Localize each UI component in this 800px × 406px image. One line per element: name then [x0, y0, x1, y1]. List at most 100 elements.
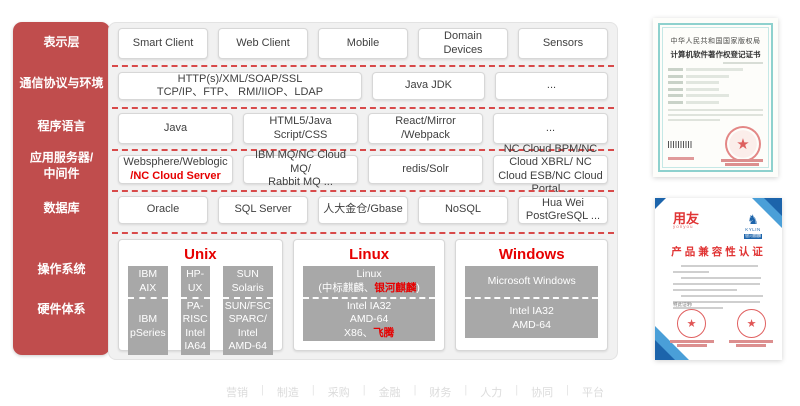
compatibility-title: 产品兼容性认证 — [671, 246, 766, 258]
languages-row: Java HTML5/Java Script/CSS React/Mirror … — [118, 113, 608, 144]
corner-triangle — [655, 198, 666, 209]
box-protocols-more: ... — [494, 72, 608, 100]
box-http-protocols: HTTP(s)/XML/SOAP/SSL TCP/IP、FTP、 RMI/IIO… — [118, 72, 362, 100]
box-java-jdk: Java JDK — [371, 72, 485, 100]
box-ibm-mq: IBM MQ/NC Cloud MQ/ Rabbit MQ ... — [243, 149, 358, 188]
business-domain-strip: 营销| 制造| 采购| 金融| 财务| 人力| 协同| 平台 — [175, 384, 655, 400]
stack-panel: Smart Client Web Client Mobile Domain De… — [108, 22, 618, 360]
box-redis-solr: redis/Solr — [368, 155, 483, 184]
unix-title: Unix — [184, 246, 217, 263]
certificate-subline — [723, 62, 763, 64]
domain-label: 协同 — [531, 387, 554, 399]
linux-col: Linux (中标麒麟、银河麒麟) Intel IA32 AMD-64 X86、… — [302, 266, 436, 342]
hw-intel-ia32: Intel IA32 AMD-64 — [509, 305, 554, 331]
domain-label: 财务 — [429, 387, 452, 399]
box-huawei-postgresql: Hua Wei PostGreSQL ... — [518, 196, 608, 224]
linux-columns: Linux (中标麒麟、银河麒麟) Intel IA32 AMD-64 X86、… — [302, 266, 436, 342]
unix-columns: IBM AIX IBM pSeries HP-UX PA-RISC Intel … — [128, 266, 273, 355]
kylin-logo-text: KYLIN — [745, 227, 761, 232]
websphere-label: Websphere/Weblogic — [123, 156, 228, 169]
certificate-field — [668, 74, 763, 78]
domain-label: 营销 — [225, 387, 248, 399]
red-star-seal-icon: ★ — [725, 126, 761, 162]
domain-separator: | — [464, 384, 468, 396]
hw-sun-sparc: SUN/FSC SPARC/ Intel AMD-64 — [224, 300, 271, 353]
sidebar-item-languages: 程序语言 — [37, 119, 86, 134]
domain-label: 制造 — [276, 387, 299, 399]
barcode — [668, 141, 692, 148]
certificate-logos: 用友 yonyou ♞ KYLIN 银河麒麟 — [673, 212, 762, 239]
domain-separator: | — [260, 384, 264, 396]
os-microsoft-windows: Microsoft Windows — [465, 266, 598, 299]
copyright-certificate: 中华人民共和国国家版权局 计算机软件著作权登记证书 ★ — [653, 18, 778, 177]
os-sun-solaris: SUN Solaris — [222, 266, 273, 299]
box-websphere: Websphere/Weblogic /NC Cloud Server — [118, 155, 233, 184]
sidebar-item-os: 操作系统 — [37, 262, 86, 277]
windows-title: Windows — [498, 246, 565, 263]
sidebar-item-middleware: 应用服务器/ 中间件 — [29, 150, 94, 180]
seal-caption — [670, 339, 714, 349]
presentation-row: Smart Client Web Client Mobile Domain De… — [118, 28, 608, 59]
box-nosql: NoSQL — [418, 196, 508, 224]
protocols-row: HTTP(s)/XML/SOAP/SSL TCP/IP、FTP、 RMI/IIO… — [118, 72, 608, 100]
certificate-field — [668, 68, 763, 71]
nc-cloud-server-label: /NC Cloud Server — [130, 169, 221, 182]
hw-ibm-pseries: IBM pSeries — [130, 313, 166, 339]
box-html5: HTML5/Java Script/CSS — [243, 113, 358, 144]
certificate-inner-border — [662, 27, 769, 168]
domain-separator: | — [413, 384, 417, 396]
sidebar-item-hardware: 硬件体系 — [37, 302, 86, 317]
os-hp-ux: HP-UX — [180, 266, 210, 299]
row-divider — [112, 190, 614, 192]
box-react: React/Mirror /Webpack — [368, 113, 483, 144]
domain-separator: | — [515, 384, 519, 396]
kylin-horse-icon: ♞ — [747, 212, 759, 227]
box-sql-server: SQL Server — [218, 196, 308, 224]
databases-row: Oracle SQL Server 人大金仓/Gbase NoSQL Hua W… — [118, 196, 608, 224]
box-oracle: Oracle — [118, 196, 208, 224]
windows-columns: Microsoft Windows Intel IA32 AMD-64 — [465, 266, 598, 338]
certificate-authority: 中华人民共和国国家版权局 — [670, 38, 761, 45]
sidebar-item-databases: 数据库 — [43, 201, 80, 216]
domain-separator: | — [311, 384, 315, 396]
feiteng-label: 飞腾 — [373, 326, 395, 339]
certificate-field — [668, 81, 763, 84]
kylin-logo-sub: 银河麒麟 — [744, 233, 762, 239]
certificate-border — [658, 23, 773, 172]
yonyou-logo: 用友 yonyou — [673, 211, 700, 229]
certificate-note: 特此证明! — [673, 302, 693, 307]
row-divider — [112, 65, 614, 67]
os-linux-kylin: Linux (中标麒麟、银河麒麟) — [302, 266, 436, 299]
hw-intel-x86-feiteng: Intel IA32 AMD-64 X86、飞腾 — [343, 300, 395, 339]
unix-section: Unix IBM AIX IBM pSeries HP-UX PA-RISC I… — [118, 239, 283, 355]
seal-caption — [729, 339, 773, 349]
domain-label: 金融 — [378, 387, 401, 399]
certificate-body: 中华人民共和国国家版权局 计算机软件著作权登记证书 ★ — [668, 29, 763, 166]
box-smart-client: Smart Client — [118, 28, 208, 59]
unix-col-aix: IBM AIX IBM pSeries — [128, 266, 168, 355]
unix-col-solaris: SUN Solaris SUN/FSC SPARC/ Intel AMD-64 — [222, 266, 273, 355]
kylin-logo: ♞ KYLIN 银河麒麟 — [744, 212, 762, 239]
box-languages-more: ... — [493, 113, 608, 144]
middleware-row: Websphere/Weblogic /NC Cloud Server IBM … — [118, 143, 608, 195]
windows-col: Microsoft Windows Intel IA32 AMD-64 — [465, 266, 598, 338]
box-domain-devices: Domain Devices — [418, 28, 508, 59]
linux-section: Linux Linux (中标麒麟、银河麒麟) Intel IA32 AMD-6… — [292, 239, 446, 351]
certificate-title: 计算机软件著作权登记证书 — [670, 50, 761, 59]
row-divider — [112, 107, 614, 109]
seal-caption — [721, 158, 763, 168]
domain-label: 人力 — [480, 387, 503, 399]
domain-separator: | — [362, 384, 366, 396]
certificate-paragraph — [668, 108, 763, 121]
box-java: Java — [118, 113, 233, 144]
box-mobile: Mobile — [318, 28, 408, 59]
certificate-field — [668, 94, 763, 97]
os-ibm-aix: IBM AIX — [128, 266, 168, 299]
domain-separator: | — [566, 384, 569, 396]
hw-pa-risc: PA-RISC Intel IA64 — [182, 300, 208, 353]
corner-triangle — [655, 340, 675, 360]
red-star-seal-icon: ★ — [737, 309, 766, 338]
box-web-client: Web Client — [218, 28, 308, 59]
row-divider — [112, 149, 614, 151]
